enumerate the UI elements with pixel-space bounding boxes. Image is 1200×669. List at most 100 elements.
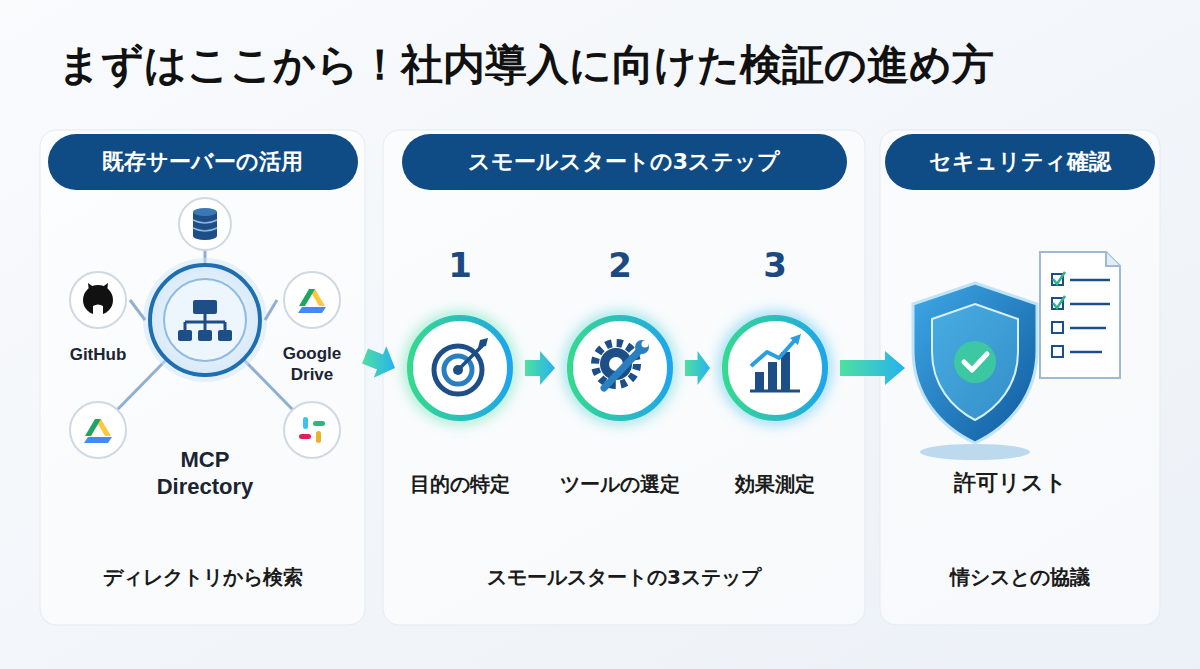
node-label: GitHub [70,345,127,365]
step-circles [410,318,510,418]
github-icon [70,272,126,328]
gear-wrench-icon [595,340,649,388]
panel-grounds [880,130,1160,625]
flow-arrow [362,346,395,378]
shield-icon [954,341,996,383]
drive-icon [70,402,126,458]
page-title: まずはここから！社内導入に向けた検証の進め方 [58,40,994,90]
section-caption: スモールスタートの3ステップ [487,564,761,591]
step-circles [562,310,678,426]
section-header: 既存サーバーの活用 [48,134,358,190]
drive-icon [298,307,326,313]
section-header: セキュリティ確認 [885,134,1155,190]
github-icon [93,305,103,316]
panel-grounds [40,130,365,625]
section-header: スモールスタートの3ステップ [402,134,847,190]
step-node: 1 目的の特定 [395,245,525,497]
hub-node: MCP Directory [145,262,265,500]
gear-wrench-icon [642,341,649,348]
shield-icon [932,304,1018,420]
checklist-document [1040,252,1120,378]
checklist-document [1052,346,1063,357]
chart-icon [790,334,801,345]
target-icon [458,346,482,370]
hub-spokes [244,360,293,410]
node-label: ツールの選定 [560,471,680,497]
gear-wrench-icon [604,350,640,388]
drive-icon [284,272,340,328]
node-label: Google Drive [277,344,347,385]
hub-circle [143,258,267,382]
chart-icon [781,352,790,390]
hub-circle [150,265,260,375]
step-number: 2 [608,245,632,285]
drive-icon [70,402,126,458]
hub-circle [193,300,217,314]
checklist-document [1106,252,1120,266]
section-panel: セキュリティ確認情シスとの協議 許可リスト [880,130,1160,625]
node-label: 目的の特定 [410,471,510,497]
service-node: Google Drive [277,268,347,385]
database-icon [179,198,231,250]
target-icon [434,346,482,394]
drive-icon [284,272,340,328]
hub-circle [198,330,212,341]
github-icon [70,272,126,328]
checklist-document [1053,296,1065,308]
github-icon [88,283,108,292]
step-node: 3効果測定 [710,245,840,497]
step-circles [402,310,518,426]
section-panel: 既存サーバーの活用ディレクトリから検索 MCP Directory GitHub Go… [40,130,365,625]
shield-icon [913,283,1037,460]
hub-circle [185,314,225,330]
step-circles [725,318,825,418]
slack-icon [284,402,340,458]
service-node: GitHub [66,268,130,365]
link-line [265,300,277,320]
section-caption: 情シスとの協議 [950,564,1090,591]
step-number: 1 [448,245,472,285]
step-circles [402,310,833,426]
hub-circle [218,330,232,341]
node-label: MCP Directory [145,447,265,500]
checklist-document [1053,272,1065,284]
chart-icon [755,372,764,390]
node-label: 許可リスト [954,469,1067,497]
section-caption: ディレクトリから検索 [103,564,303,591]
checklist-document [1040,252,1120,378]
chart-icon [751,340,795,366]
section-panel: スモールスタートの3ステップスモールスタートの3ステップ1目的の特定2ツールの選… [383,130,865,625]
chart-icon [750,390,800,393]
target-icon [434,338,488,394]
gear-wrench-icon [635,340,649,354]
hub-circle [143,258,267,382]
link-line [130,300,145,320]
database-icon [193,208,217,216]
chart-icon [768,362,777,390]
flow-arrow [840,351,905,385]
shield-icon [913,283,1037,443]
hub-circle [178,330,192,341]
flow-arrow [685,351,710,385]
drive-icon [85,419,101,436]
step-number: 3 [763,245,787,285]
database-icon [193,220,217,231]
hub-spokes [117,360,166,410]
slack-icon [303,417,308,429]
checklist-document [1052,322,1063,333]
step-circles [570,318,670,418]
checklist-document [1070,280,1110,352]
chart-icon [750,334,801,391]
hub-spokes [117,250,293,410]
slack-icon [313,421,325,426]
flow-arrow [525,351,555,385]
database-icon [179,198,231,250]
panel-grounds [383,130,865,625]
panel-grounds [40,130,1160,625]
step-node: 2 ツールの選定 [555,245,685,497]
slack-icon [299,434,311,439]
target-icon [478,338,488,348]
shield-node: 許可リスト [905,262,1115,497]
